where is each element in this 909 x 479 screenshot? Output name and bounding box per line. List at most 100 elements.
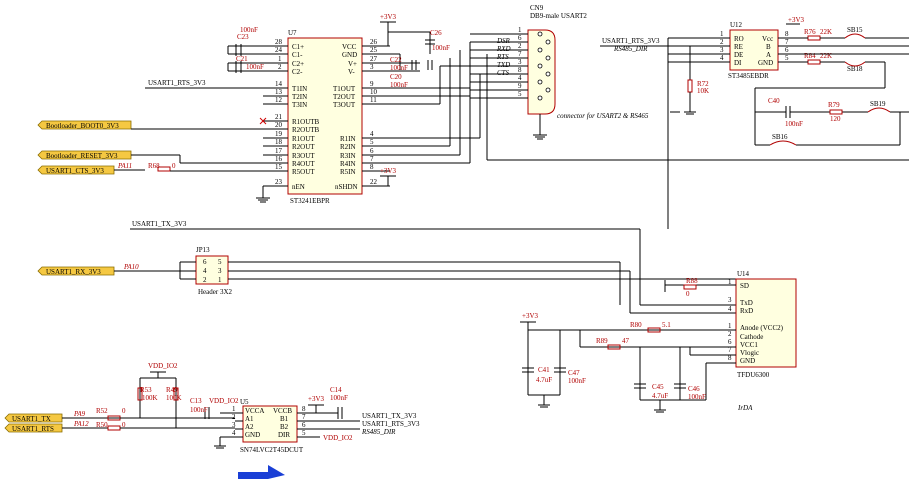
- svg-text:8: 8: [370, 163, 374, 171]
- svg-text:GND: GND: [342, 51, 357, 59]
- svg-text:B: B: [766, 43, 771, 51]
- svg-text:C22: C22: [390, 56, 402, 64]
- svg-text:C2+: C2+: [292, 60, 304, 68]
- svg-text:7: 7: [518, 50, 522, 58]
- svg-text:R50: R50: [96, 421, 108, 429]
- solder-bridge-sb16: SB16: [769, 133, 797, 146]
- svg-text:+3V3: +3V3: [308, 395, 325, 403]
- cap-c21: C21 100nF: [227, 55, 264, 73]
- svg-text:TXD: TXD: [497, 61, 510, 69]
- svg-text:nSHDN: nSHDN: [335, 183, 358, 191]
- svg-text:+3V3: +3V3: [380, 167, 397, 175]
- svg-text:7: 7: [302, 413, 306, 421]
- svg-text:Vlogic: Vlogic: [740, 349, 759, 357]
- solder-bridge-sb15: SB15: [844, 26, 909, 39]
- svg-text:4: 4: [232, 429, 236, 437]
- svg-text:10K: 10K: [697, 87, 709, 95]
- svg-text:nEN: nEN: [292, 183, 305, 191]
- svg-text:3: 3: [720, 46, 724, 54]
- svg-text:A1: A1: [245, 415, 254, 423]
- u7-left-pin-nums: 28 24 1 2 14 13 12 21 20 19 18 17 16 15 …: [275, 38, 283, 186]
- svg-text:R3OUT: R3OUT: [292, 152, 315, 160]
- svg-text:1: 1: [728, 278, 732, 286]
- svg-text:GND: GND: [758, 59, 773, 67]
- svg-text:SB18: SB18: [847, 65, 863, 73]
- u7-right-pin-nums: 26 25 27 3 9 10 11 4 5 6 7 8 22: [370, 38, 378, 186]
- svg-text:Bootloader_BOOT0_3V3: Bootloader_BOOT0_3V3: [46, 122, 119, 130]
- svg-text:4.7uF: 4.7uF: [536, 376, 552, 384]
- svg-text:R80: R80: [630, 321, 642, 329]
- svg-text:RXD: RXD: [496, 45, 511, 53]
- svg-text:Header 3X2: Header 3X2: [198, 288, 233, 296]
- svg-text:2: 2: [728, 330, 732, 338]
- svg-text:USART1_RX_3V3: USART1_RX_3V3: [46, 268, 101, 276]
- svg-text:SB19: SB19: [870, 100, 886, 108]
- svg-text:R79: R79: [828, 101, 840, 109]
- svg-text:10: 10: [370, 88, 378, 96]
- svg-text:8: 8: [785, 30, 789, 38]
- u12-bus-wires: [486, 45, 909, 161]
- svg-text:R89: R89: [596, 337, 608, 345]
- svg-text:C2-: C2-: [292, 68, 303, 76]
- net-usart1-rts-3v3-u12: USART1_RTS_3V3 RS485_DIR: [600, 37, 669, 229]
- u7-right-pin-names: VCC GND V+ V- T1OUT T2OUT T3OUT R1IN R2I…: [333, 43, 358, 191]
- svg-text:47: 47: [622, 337, 630, 345]
- jp13-to-u14: [619, 262, 736, 314]
- svg-text:R2OUT: R2OUT: [292, 143, 315, 151]
- resistor-r49: R49 100K: [166, 386, 182, 402]
- svg-text:24: 24: [275, 46, 283, 54]
- svg-text:C1-: C1-: [292, 51, 303, 59]
- svg-text:R4IN: R4IN: [340, 160, 356, 168]
- port-usart1-rx: USART1_RX_3V3 PA10: [37, 263, 196, 276]
- svg-text:DSR: DSR: [496, 37, 511, 45]
- cn9-shell: [527, 29, 556, 115]
- cn9-pin-nums: 1 6 2 7 3 8 4 9 5: [518, 26, 522, 98]
- resistor-r80: R80 5.1: [630, 321, 671, 333]
- cap-c46: C46 100nF: [674, 383, 706, 401]
- resistor-r76: R76 22K: [800, 28, 845, 41]
- svg-text:Anode (VCC2): Anode (VCC2): [740, 324, 784, 332]
- svg-text:14: 14: [275, 80, 283, 88]
- svg-text:PA10: PA10: [123, 263, 139, 271]
- svg-text:9: 9: [370, 80, 374, 88]
- u7-cn9-wires: [439, 42, 528, 163]
- svg-text:R2IN: R2IN: [340, 143, 356, 151]
- svg-text:+3V3: +3V3: [380, 13, 397, 21]
- svg-text:100K: 100K: [142, 394, 158, 402]
- svg-text:IrDA: IrDA: [737, 404, 753, 412]
- svg-text:21: 21: [275, 113, 283, 121]
- svg-text:GND: GND: [740, 357, 755, 365]
- svg-text:22: 22: [370, 178, 378, 186]
- svg-text:U12: U12: [730, 21, 743, 29]
- svg-text:V+: V+: [348, 60, 357, 68]
- resistor-r88: R88 0: [664, 277, 736, 298]
- svg-text:T3IN: T3IN: [292, 101, 307, 109]
- svg-text:6: 6: [785, 46, 789, 54]
- svg-text:C45: C45: [652, 383, 664, 391]
- svg-text:25: 25: [370, 46, 378, 54]
- u7-transceiver: U7 ST3241EBPR 28 24 1 2 14 13 12 21 20 1…: [228, 29, 470, 205]
- cap-c22: C22 100nF: [390, 54, 433, 72]
- svg-text:100nF: 100nF: [190, 406, 208, 414]
- ground-u14: [538, 395, 666, 413]
- svg-text:100nF: 100nF: [246, 63, 264, 71]
- svg-text:8: 8: [518, 66, 522, 74]
- svg-text:R68: R68: [148, 162, 160, 170]
- net-usart1-tx-3v3: USART1_TX_3V3: [130, 220, 736, 306]
- svg-text:VDD_IO2: VDD_IO2: [323, 434, 353, 442]
- cap-c40: C40 100nF: [768, 97, 803, 128]
- svg-text:3: 3: [518, 58, 522, 66]
- power-vdd-io2: VDD_IO2: [139, 362, 178, 428]
- svg-text:RxD: RxD: [740, 307, 753, 315]
- jp13-header: JP13 6 5 4 3 2 1 Header 3X2: [179, 246, 736, 296]
- svg-text:8: 8: [728, 354, 732, 362]
- power-3v3-shdn: +3V3: [380, 167, 397, 186]
- resistor-r52: R52 0: [96, 407, 235, 421]
- svg-text:USART1_TX: USART1_TX: [12, 415, 51, 423]
- u12-body: [729, 29, 779, 71]
- svg-text:R53: R53: [140, 386, 152, 394]
- power-3v3-u5: +3V3: [308, 395, 325, 413]
- resistor-r72: R72 10K: [684, 46, 709, 115]
- svg-text:C26: C26: [430, 29, 442, 37]
- cap-c47: C47 100nF: [554, 367, 586, 385]
